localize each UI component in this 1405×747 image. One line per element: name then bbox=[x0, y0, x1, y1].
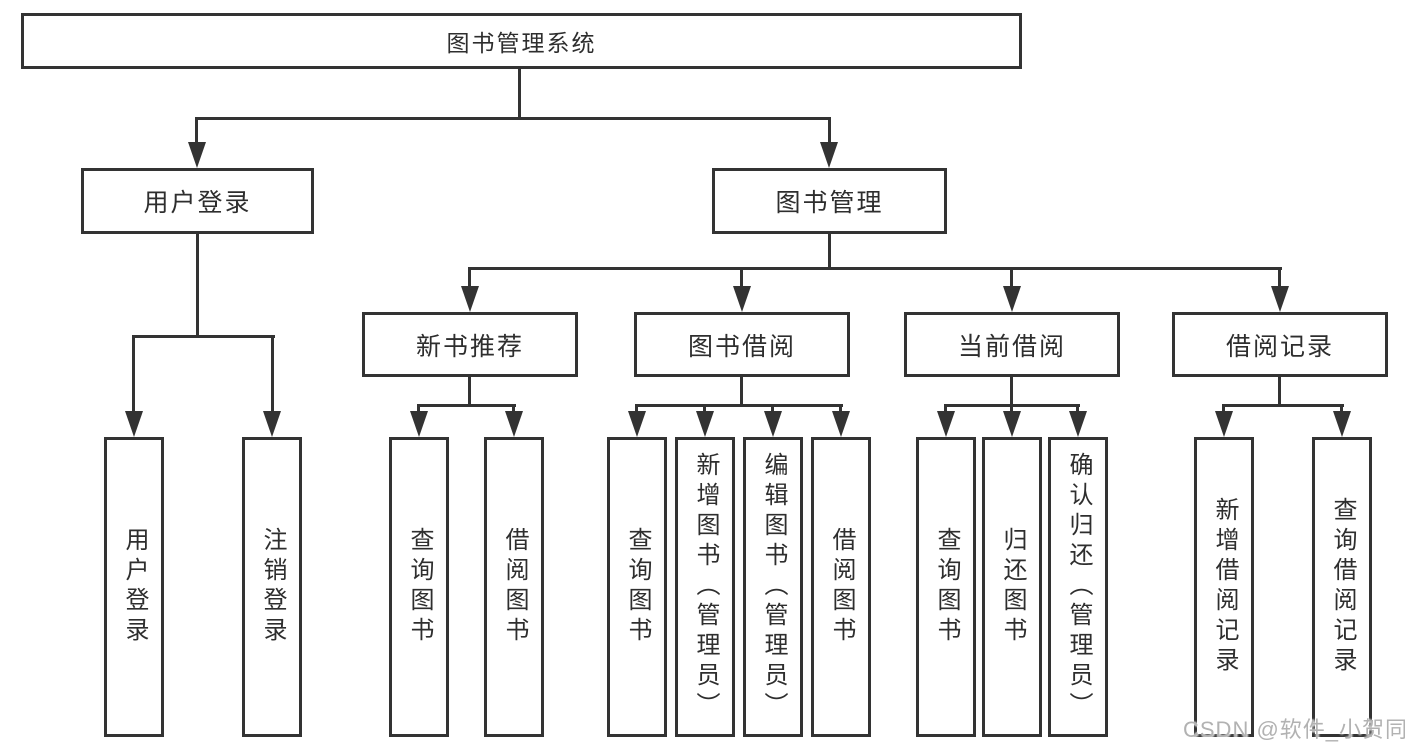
connector-line bbox=[468, 267, 471, 290]
connector-line bbox=[518, 69, 521, 119]
connector-line bbox=[771, 404, 774, 414]
arrow-down-icon bbox=[263, 411, 281, 437]
arrow-down-icon bbox=[410, 411, 428, 437]
leaf-add-books-admin-label: 新增图书（管理员） bbox=[692, 452, 719, 722]
node-current-borrow-label: 当前借阅 bbox=[957, 332, 1066, 361]
connector-line bbox=[417, 404, 420, 414]
node-new-book-recommend: 新书推荐 bbox=[362, 312, 578, 377]
leaf-current-query-books: 查询图书 bbox=[916, 437, 976, 737]
arrow-down-icon bbox=[820, 142, 838, 168]
leaf-add-books-admin: 新增图书（管理员） bbox=[675, 437, 735, 737]
node-book-borrow-label: 图书借阅 bbox=[687, 332, 796, 361]
leaf-query-borrow-record: 查询借阅记录 bbox=[1312, 437, 1372, 737]
connector-line bbox=[417, 404, 516, 407]
connector-line bbox=[635, 404, 843, 407]
connector-line bbox=[828, 117, 831, 145]
connector-line bbox=[195, 117, 198, 145]
arrow-down-icon bbox=[1003, 286, 1021, 312]
leaf-recommend-borrow-books-label: 借阅图书 bbox=[501, 527, 528, 647]
arrow-down-icon bbox=[764, 411, 782, 437]
node-borrow-records-label: 借阅记录 bbox=[1225, 332, 1334, 361]
node-root-label: 图书管理系统 bbox=[446, 30, 597, 56]
arrow-down-icon bbox=[1069, 411, 1087, 437]
arrow-down-icon bbox=[505, 411, 523, 437]
leaf-logout: 注销登录 bbox=[242, 437, 302, 737]
arrow-down-icon bbox=[733, 286, 751, 312]
leaf-query-borrow-record-label: 查询借阅记录 bbox=[1329, 497, 1356, 677]
connector-line bbox=[1076, 404, 1079, 414]
node-user-login-label: 用户登录 bbox=[143, 189, 252, 217]
connector-line bbox=[195, 117, 831, 120]
node-current-borrow: 当前借阅 bbox=[904, 312, 1120, 377]
leaf-recommend-query-books-label: 查询图书 bbox=[406, 527, 433, 647]
arrow-down-icon bbox=[1003, 411, 1021, 437]
connector-line bbox=[740, 267, 743, 290]
node-book-management: 图书管理 bbox=[712, 168, 947, 234]
connector-line bbox=[703, 404, 706, 414]
leaf-add-borrow-record-label: 新增借阅记录 bbox=[1211, 497, 1238, 677]
arrow-down-icon bbox=[628, 411, 646, 437]
connector-line bbox=[1010, 267, 1013, 290]
leaf-confirm-return-admin-label: 确认归还（管理员） bbox=[1065, 452, 1092, 722]
leaf-recommend-borrow-books: 借阅图书 bbox=[484, 437, 544, 737]
arrow-down-icon bbox=[1215, 411, 1233, 437]
connector-line bbox=[512, 404, 515, 414]
connector-line bbox=[635, 404, 638, 414]
connector-line bbox=[839, 404, 842, 414]
node-root: 图书管理系统 bbox=[21, 13, 1022, 69]
leaf-confirm-return-admin: 确认归还（管理员） bbox=[1048, 437, 1108, 737]
connector-line bbox=[1278, 377, 1281, 407]
arrow-down-icon bbox=[832, 411, 850, 437]
connector-line bbox=[132, 335, 275, 338]
connector-line bbox=[828, 234, 831, 270]
connector-line bbox=[468, 267, 1282, 270]
leaf-borrow-query-books: 查询图书 bbox=[607, 437, 667, 737]
node-book-management-label: 图书管理 bbox=[775, 189, 884, 217]
leaf-user-login: 用户登录 bbox=[104, 437, 164, 737]
connector-line bbox=[1222, 404, 1344, 407]
connector-line bbox=[1340, 404, 1343, 414]
leaf-return-books: 归还图书 bbox=[982, 437, 1042, 737]
leaf-recommend-query-books: 查询图书 bbox=[389, 437, 449, 737]
connector-line bbox=[271, 335, 274, 413]
leaf-edit-books-admin: 编辑图书（管理员） bbox=[743, 437, 803, 737]
arrow-down-icon bbox=[1333, 411, 1351, 437]
connector-line bbox=[740, 377, 743, 407]
connector-line bbox=[132, 335, 135, 413]
arrow-down-icon bbox=[937, 411, 955, 437]
connector-line bbox=[1222, 404, 1225, 414]
node-borrow-records: 借阅记录 bbox=[1172, 312, 1388, 377]
leaf-user-login-label: 用户登录 bbox=[121, 527, 148, 647]
connector-line bbox=[1010, 404, 1013, 414]
connector-line bbox=[196, 234, 199, 338]
node-book-borrow: 图书借阅 bbox=[634, 312, 850, 377]
node-new-book-recommend-label: 新书推荐 bbox=[415, 332, 524, 361]
arrow-down-icon bbox=[125, 411, 143, 437]
node-user-login: 用户登录 bbox=[81, 168, 314, 234]
connector-line bbox=[1010, 377, 1013, 407]
leaf-logout-label: 注销登录 bbox=[259, 527, 286, 647]
connector-line bbox=[468, 377, 471, 407]
leaf-borrow-books-label: 借阅图书 bbox=[828, 527, 855, 647]
leaf-current-query-books-label: 查询图书 bbox=[933, 527, 960, 647]
arrow-down-icon bbox=[696, 411, 714, 437]
watermark: CSDN @软件_小贺同学 bbox=[1183, 717, 1405, 742]
arrow-down-icon bbox=[1271, 286, 1289, 312]
leaf-add-borrow-record: 新增借阅记录 bbox=[1194, 437, 1254, 737]
arrow-down-icon bbox=[461, 286, 479, 312]
leaf-borrow-query-books-label: 查询图书 bbox=[624, 527, 651, 647]
arrow-down-icon bbox=[188, 142, 206, 168]
leaf-borrow-books: 借阅图书 bbox=[811, 437, 871, 737]
leaf-edit-books-admin-label: 编辑图书（管理员） bbox=[760, 452, 787, 722]
connector-line bbox=[1278, 267, 1281, 290]
connector-line bbox=[944, 404, 947, 414]
leaf-return-books-label: 归还图书 bbox=[999, 527, 1026, 647]
